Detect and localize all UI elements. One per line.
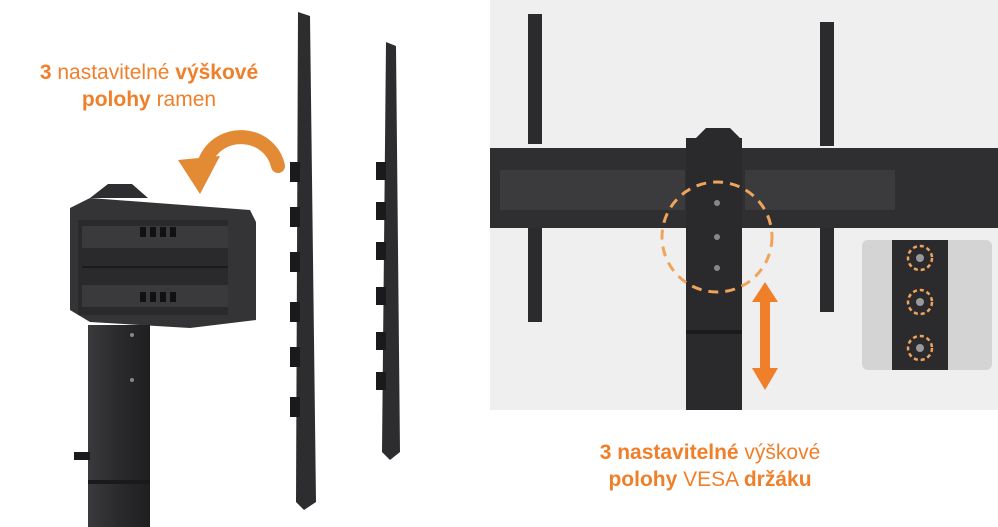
- right-caption-plain-1: výškové: [738, 441, 821, 464]
- vesa-arm-small: [372, 42, 406, 462]
- right-caption: 3 nastavitelné výškové polohy VESA držák…: [540, 440, 880, 494]
- left-caption-plain-2: ramen: [150, 87, 217, 111]
- vesa-mount-photo: [490, 0, 998, 410]
- left-caption-plain-1: nastavitelné: [51, 61, 176, 84]
- stand-column-photo: [60, 170, 270, 527]
- left-caption-bold-1: výškové: [175, 61, 259, 84]
- right-caption-bold-3: držáku: [743, 467, 812, 491]
- left-caption-bold-2: polohy: [81, 87, 151, 111]
- left-caption-number: 3: [39, 61, 52, 84]
- right-caption-bold-1: 3 nastavitelné: [599, 441, 739, 464]
- right-caption-bold-2: polohy: [608, 467, 678, 491]
- right-caption-plain-2: VESA: [677, 467, 744, 491]
- vesa-arm-large: [282, 12, 322, 512]
- left-caption: 3 nastavitelné výškové polohy ramen: [4, 60, 294, 114]
- curved-arrow-icon: [170, 126, 290, 196]
